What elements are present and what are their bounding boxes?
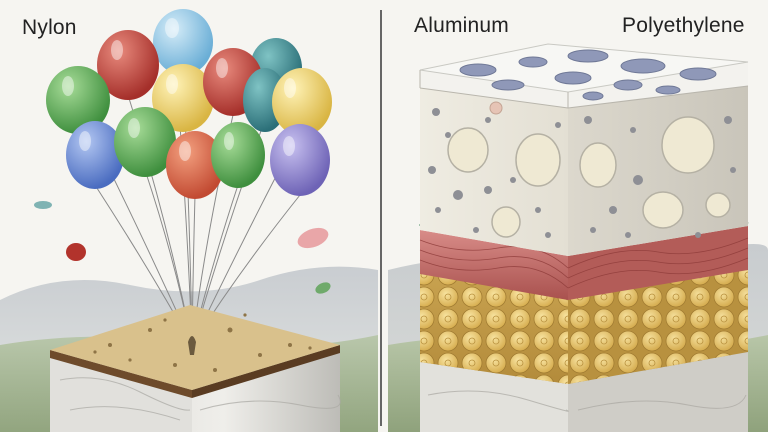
- fragment-red: [66, 243, 86, 261]
- balloon-green-right: [211, 122, 265, 188]
- foam-pores: [428, 101, 736, 238]
- layer-cross-section: [388, 43, 768, 432]
- balloon-blue-left: [66, 121, 124, 189]
- fragment-pink: [297, 227, 329, 249]
- panel-divider: [380, 10, 382, 426]
- balloon-light-blue: [153, 9, 213, 75]
- balloon-yellow-center: [152, 64, 214, 132]
- fragment-green: [315, 282, 331, 294]
- balloon-red-top: [97, 30, 159, 100]
- stone-base: [420, 350, 748, 432]
- aluminum-label: Aluminum: [414, 14, 509, 37]
- cross-section-panel: [388, 0, 768, 432]
- balloons: [46, 9, 332, 199]
- balloon-green-left: [46, 66, 110, 134]
- nylon-scene: [0, 9, 378, 432]
- soil-block: [50, 305, 341, 432]
- balloon-orange: [166, 131, 224, 199]
- polyethylene-label: Polyethylene: [622, 14, 745, 37]
- nylon-label: Nylon: [22, 16, 77, 39]
- nylon-panel: [0, 0, 378, 432]
- fragment-teal: [34, 201, 52, 209]
- balloon-purple: [270, 124, 330, 196]
- foam-block: [419, 43, 749, 256]
- balloon-yellow-right: [272, 68, 332, 136]
- balloon-green-center: [114, 107, 176, 177]
